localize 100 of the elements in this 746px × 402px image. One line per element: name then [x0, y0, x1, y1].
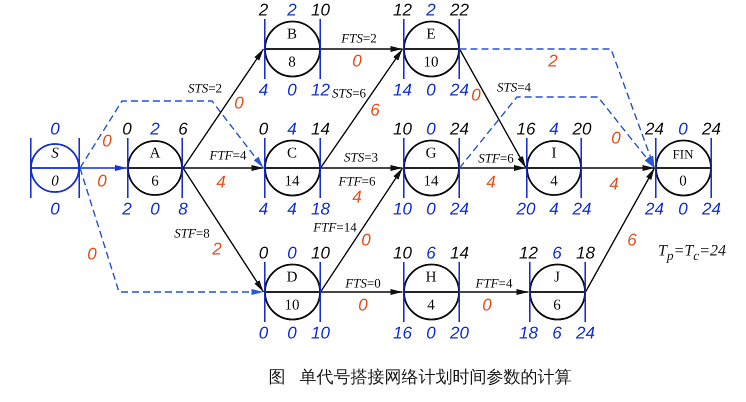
activity-name: FIN: [672, 148, 694, 160]
dashed-arrow: [458, 96, 656, 168]
edge-label: STF=6: [478, 152, 514, 164]
time-parameter: 14: [450, 244, 469, 262]
lag-value: 0: [358, 296, 368, 314]
activity-duration: 0: [679, 174, 687, 190]
time-parameter: 4: [549, 120, 559, 138]
time-parameter: 0: [258, 324, 268, 342]
time-parameter: 4: [287, 200, 297, 218]
activity-duration: 0: [51, 174, 59, 190]
activity-node: [264, 138, 320, 198]
lag-value: 4: [486, 174, 496, 190]
time-parameter: 2: [150, 120, 160, 138]
time-parameter: 4: [549, 200, 559, 218]
time-parameter: 18: [311, 200, 330, 218]
activity-duration: 4: [427, 298, 435, 314]
time-parameter: 0: [122, 120, 132, 138]
time-parameter: 16: [516, 120, 536, 138]
lag-value: 0: [97, 172, 107, 190]
time-parameter: 6: [178, 120, 188, 138]
time-parameter: 10: [311, 324, 330, 342]
time-parameter: 0: [426, 200, 436, 218]
time-parameter: 0: [287, 244, 297, 262]
time-parameter: 10: [311, 2, 330, 18]
activity-name: B: [287, 28, 297, 42]
lag-value: 0: [471, 86, 481, 104]
time-parameter: 0: [426, 324, 436, 342]
edge-label: STF=8: [174, 226, 210, 240]
time-parameter: 24: [450, 120, 469, 138]
arrow: [584, 168, 656, 292]
arrow: [320, 168, 404, 292]
time-parameter: 10: [311, 244, 330, 262]
lag-value: 0: [482, 296, 492, 314]
edge-label: STS=6: [332, 86, 366, 100]
relation-text: FTF=6: [338, 174, 376, 188]
activity-name: D: [286, 270, 298, 286]
edge-label: STS=2: [188, 82, 222, 94]
time-parameter: 0: [678, 200, 688, 218]
equation-text: T$_{p}$=T$_{c}$=24: [658, 244, 726, 262]
arrow: [460, 289, 528, 295]
arrow: [182, 168, 264, 292]
time-parameter: 0: [50, 200, 60, 218]
edge-label: STS=4: [496, 80, 532, 94]
time-parameter: 22: [450, 2, 469, 18]
activity-name: C: [287, 146, 297, 162]
time-parameter: 2: [122, 200, 132, 218]
time-parameter: 24: [645, 200, 664, 218]
dashed-arrow: [460, 48, 656, 168]
activity-duration: 8: [288, 56, 296, 70]
edge-label: FTF=4: [210, 148, 246, 162]
time-parameter: 6: [426, 244, 436, 262]
lag-value: 0: [234, 94, 244, 112]
lag-value: 0: [352, 52, 362, 70]
time-parameter: 18: [576, 244, 595, 262]
activity-name: J: [554, 270, 560, 286]
activity-duration: 4: [550, 174, 558, 190]
lag-value: 6: [627, 232, 637, 248]
time-parameter: 20: [450, 324, 469, 342]
arrow: [458, 48, 527, 168]
arrow: [182, 48, 264, 168]
activity-name: H: [426, 270, 436, 286]
time-parameter: 20: [516, 200, 536, 218]
activity-duration: 14: [284, 174, 300, 190]
lag-value: 4: [609, 176, 619, 192]
activity-name: I: [552, 146, 556, 162]
activity-node: [526, 138, 582, 198]
edge-label: FTS=0: [345, 276, 381, 290]
activity-name: S: [51, 146, 59, 162]
activity-node: [127, 138, 183, 198]
time-parameter: 0: [426, 82, 436, 98]
activity-duration: 6: [553, 298, 561, 314]
activity-duration: 10: [424, 56, 438, 70]
lag-value: 0: [361, 232, 371, 248]
time-parameter: 12: [519, 244, 538, 262]
activity-node: [402, 138, 460, 198]
time-parameter: 14: [393, 82, 412, 98]
activity-node: [264, 262, 320, 322]
arrow: [320, 289, 402, 295]
arrow: [80, 165, 127, 171]
edge-label: STS=3: [344, 150, 378, 164]
activity-duration: 6: [151, 174, 159, 190]
activity-node: [402, 19, 460, 79]
time-parameter: 24: [702, 120, 721, 138]
activity-name: G: [426, 146, 436, 162]
activity-duration: 14: [424, 174, 438, 190]
lag-value: 2: [212, 240, 222, 258]
time-parameter: 12: [311, 82, 330, 98]
time-parameter: 24: [645, 120, 664, 138]
edge-label: FTF=4: [476, 276, 512, 290]
lag-value: 2: [548, 52, 558, 70]
arrow: [320, 165, 402, 171]
activity-node: [654, 138, 712, 198]
time-parameter: 0: [50, 120, 60, 138]
arrow: [320, 48, 404, 168]
activity-node: [402, 262, 460, 322]
arrow: [320, 46, 402, 52]
time-parameter: 18: [519, 324, 538, 342]
time-parameter: 0: [258, 244, 268, 262]
time-parameter: 0: [287, 324, 297, 342]
figure-caption: 图 单代号搭接网络计划时间参数的计算: [268, 370, 572, 386]
